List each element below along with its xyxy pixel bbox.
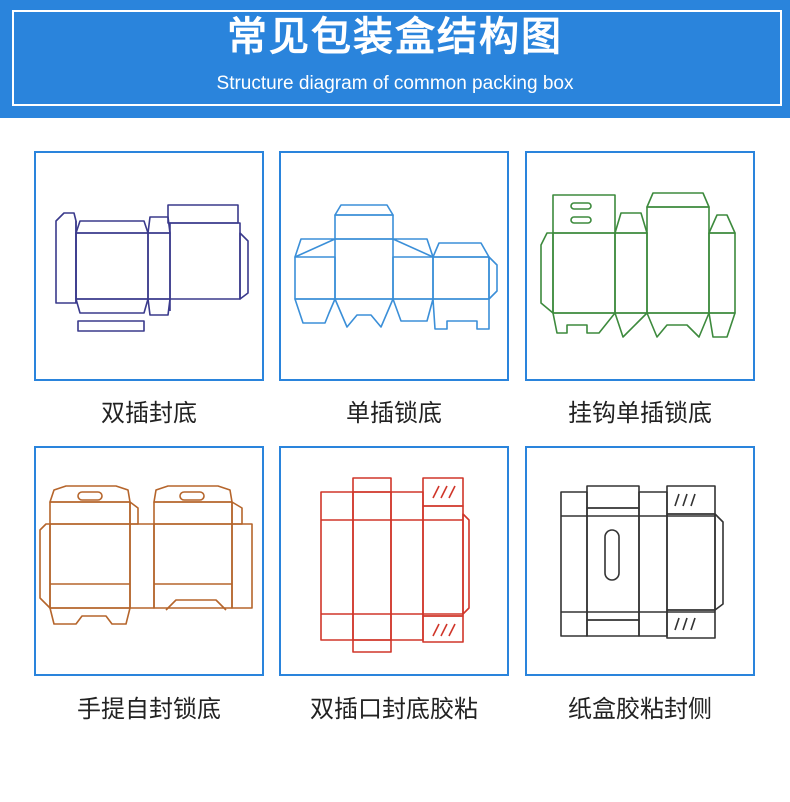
box-label-1: 双插封底 <box>101 399 197 427</box>
header-frame <box>12 10 782 106</box>
box-card-single-insert-lock <box>279 151 509 381</box>
box-diagram-6 <box>560 485 724 639</box>
header-banner: 常见包装盒结构图 Structure diagram of common pac… <box>0 0 790 118</box>
page-subtitle: Structure diagram of common packing box <box>216 73 574 94</box>
box-label-5: 双插口封底胶粘 <box>310 695 478 723</box>
box-diagram-5 <box>320 477 470 653</box>
box-card-handle-lock <box>34 446 264 676</box>
box-diagram-4 <box>39 485 253 625</box>
box-card-hook-lock <box>525 151 755 381</box>
box-label-6: 纸盒胶粘封侧 <box>568 695 712 723</box>
box-card-double-insert <box>34 151 264 381</box>
box-card-glued-side <box>525 446 755 676</box>
box-diagram-2 <box>294 204 498 330</box>
box-diagram-1 <box>55 204 249 332</box>
box-label-2: 单插锁底 <box>346 399 442 427</box>
box-diagram-3 <box>540 192 736 338</box>
box-label-4: 手提自封锁底 <box>77 695 221 723</box>
page-title: 常见包装盒结构图 <box>227 14 563 60</box>
box-label-3: 挂钩单插锁底 <box>568 399 712 427</box>
box-card-double-insert-glued <box>279 446 509 676</box>
